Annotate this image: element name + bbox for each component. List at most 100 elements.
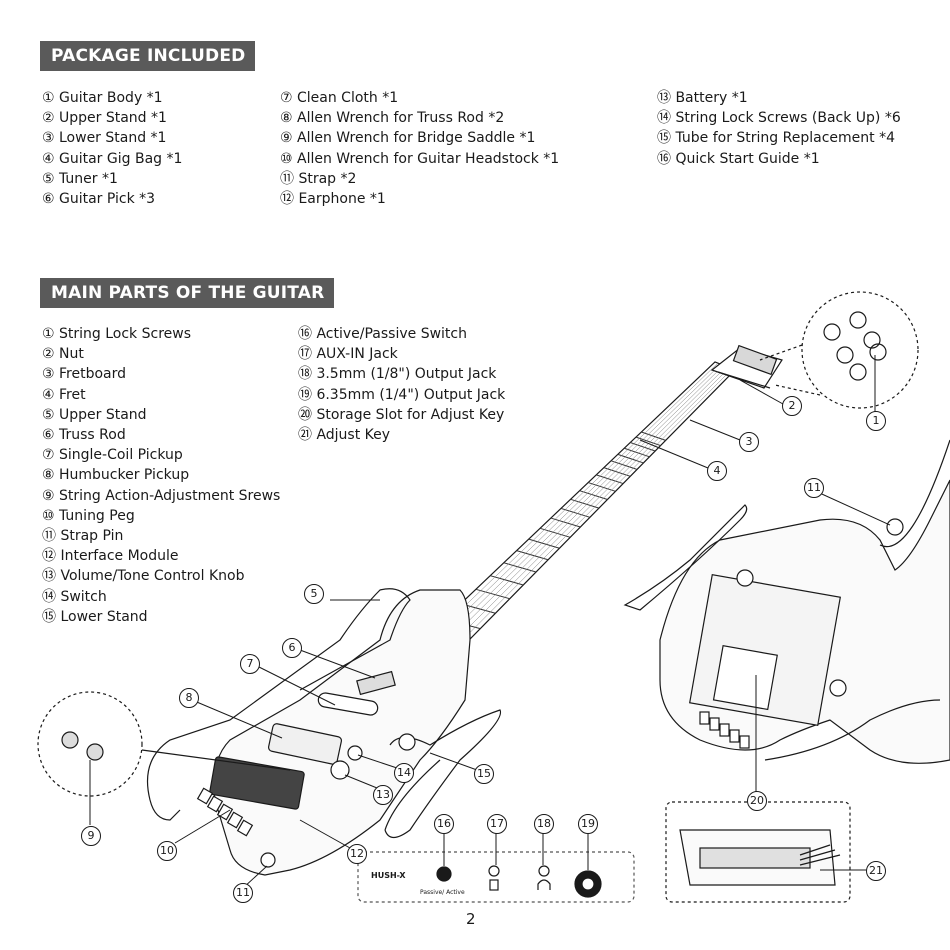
part-item: ④ Fret — [42, 386, 86, 403]
callout-21: 21 — [866, 861, 886, 881]
back-stand-knob — [736, 569, 754, 587]
package-item: ⑫ Earphone *1 — [280, 191, 386, 208]
fret-line — [516, 550, 549, 561]
package-item: ④ Guitar Gig Bag *1 — [42, 150, 183, 167]
back-lower-stand — [764, 699, 941, 761]
callout-10: 10 — [157, 841, 177, 861]
callout-4: 4 — [707, 461, 727, 481]
part-item: ⑮ Lower Stand — [42, 608, 148, 625]
output-jack-6-35mm-hole — [581, 877, 595, 891]
callout-20: 20 — [747, 791, 767, 811]
storage-slot-panel — [665, 801, 851, 903]
part-item: ⑤ Upper Stand — [42, 406, 147, 423]
callout-8: 8 — [179, 688, 199, 708]
package-item: ⑥ Guitar Pick *3 — [42, 191, 156, 208]
part-item: ⑲ 6.35mm (1/4") Output Jack — [298, 386, 506, 403]
callout-18: 18 — [534, 814, 554, 834]
output-jack-3-5mm — [538, 865, 550, 877]
part-item: ⑫ Interface Module — [42, 548, 179, 565]
part-item: ⑥ Truss Rod — [42, 427, 126, 444]
callout-6: 6 — [282, 638, 302, 658]
fret-line — [630, 442, 656, 452]
tuning-pegs — [196, 787, 254, 837]
callout-11-back: 11 — [804, 478, 824, 498]
lower-stand — [384, 709, 502, 839]
callout-14: 14 — [394, 763, 414, 783]
callout-3: 3 — [739, 432, 759, 452]
part-item: ③ Fretboard — [42, 366, 127, 383]
package-item: ⑯ Quick Start Guide *1 — [657, 150, 820, 167]
callout-12: 12 — [347, 844, 367, 864]
part-item: ① String Lock Screws — [42, 326, 191, 342]
package-included-heading: PACKAGE INCLUDED — [40, 41, 256, 71]
panel-brand-label: HUSH-X — [371, 871, 406, 880]
parts-list-column-1: ① String Lock Screws ② Nut ③ Fretboard ④… — [42, 324, 280, 627]
package-item: ⑭ String Lock Screws (Back Up) *6 — [657, 110, 901, 127]
fret-line — [635, 436, 661, 447]
callout-1: 1 — [866, 411, 886, 431]
main-parts-heading: MAIN PARTS OF THE GUITAR — [40, 278, 335, 308]
callout-17: 17 — [487, 814, 507, 834]
package-list-column-2: ⑦ Clean Cloth *1 ⑧ Allen Wrench for Trus… — [280, 88, 559, 209]
package-item: ⑮ Tube for String Replacement *4 — [657, 130, 895, 147]
callout-13: 13 — [373, 785, 393, 805]
part-item: ⑳ Storage Slot for Adjust Key — [298, 406, 505, 423]
fret-line — [539, 527, 571, 538]
part-item: ⑪ Strap Pin — [42, 528, 124, 545]
fret-line — [528, 538, 560, 549]
zoom-saddle-screws — [37, 691, 291, 797]
package-item: ⑬ Battery *1 — [657, 90, 748, 106]
callout-2: 2 — [782, 396, 802, 416]
upper-stand-foot — [149, 799, 181, 821]
part-item: ⑨ String Action-Adjustment Srews — [42, 487, 281, 504]
part-item: ⑧ Humbucker Pickup — [42, 467, 190, 484]
part-item: ⑭ Switch — [42, 588, 107, 605]
part-item: ⑰ AUX-IN Jack — [298, 346, 398, 363]
callout-5: 5 — [304, 584, 324, 604]
callout-7: 7 — [240, 654, 260, 674]
part-item: ⑩ Tuning Peg — [42, 507, 135, 524]
callout-15: 15 — [474, 764, 494, 784]
fret-line — [588, 482, 616, 492]
leader-lines — [89, 355, 891, 889]
active-passive-switch — [436, 866, 452, 882]
package-item: ⑨ Allen Wrench for Bridge Saddle *1 — [280, 130, 536, 147]
guitar-body-back — [659, 439, 950, 764]
headstock — [710, 344, 783, 389]
package-item: ① Guitar Body *1 — [42, 90, 163, 106]
callout-11-front: 11 — [233, 883, 253, 903]
panel-switch-label: Passive/ Active — [420, 889, 465, 896]
fret-line — [475, 588, 510, 600]
guitar-body-front — [209, 589, 471, 876]
part-item: ⑯ Active/Passive Switch — [298, 326, 467, 342]
aux-in-icon — [489, 879, 499, 891]
package-list-column-3: ⑬ Battery *1 ⑭ String Lock Screws (Back … — [657, 88, 901, 169]
back-upper-stand — [623, 504, 748, 611]
fret-line — [570, 498, 600, 509]
package-item: ⑦ Clean Cloth *1 — [280, 90, 399, 106]
fret-line — [596, 474, 624, 485]
fret-line — [641, 431, 666, 441]
part-item: ⑬ Volume/Tone Control Knob — [42, 568, 245, 585]
package-item: ⑪ Strap *2 — [280, 170, 357, 187]
package-item: ⑩ Allen Wrench for Guitar Headstock *1 — [280, 150, 560, 167]
callout-19: 19 — [578, 814, 598, 834]
package-item: ⑧ Allen Wrench for Truss Rod *2 — [280, 110, 505, 127]
back-tuning-pegs — [699, 711, 750, 749]
lower-stand-inner — [384, 759, 441, 831]
fret-line — [579, 490, 608, 500]
headphone-icon — [537, 879, 551, 890]
upper-stand — [146, 588, 411, 801]
package-item: ② Upper Stand *1 — [42, 110, 167, 127]
part-item: ㉑ Adjust Key — [298, 427, 391, 444]
zoom-string-lock-screws — [759, 291, 919, 409]
package-item: ③ Lower Stand *1 — [42, 130, 167, 147]
fret-line — [617, 453, 644, 464]
callout-9: 9 — [81, 826, 101, 846]
callout-16: 16 — [434, 814, 454, 834]
fret-line — [560, 507, 591, 518]
fret-line — [550, 517, 581, 528]
fret-line — [503, 562, 537, 573]
part-item: ⑦ Single-Coil Pickup — [42, 447, 183, 464]
